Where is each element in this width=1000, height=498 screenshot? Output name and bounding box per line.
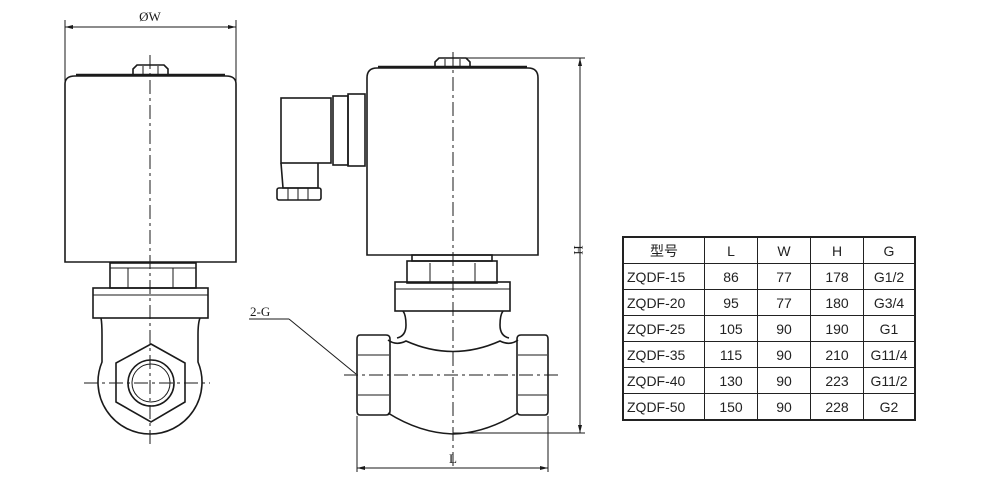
cell-l: 86 [704, 263, 758, 290]
cell-model: ZQDF-15 [622, 263, 705, 290]
cell-g: G2 [863, 393, 916, 421]
length-dimension-label: L [449, 451, 457, 466]
cell-model: ZQDF-40 [622, 367, 705, 394]
cell-h: 210 [810, 341, 864, 368]
cell-l: 130 [704, 367, 758, 394]
cell-l: 115 [704, 341, 758, 368]
header-cell: L [704, 236, 758, 264]
cell-model: ZQDF-20 [622, 289, 705, 316]
cell-h: 228 [810, 393, 864, 421]
cell-g: G1/2 [863, 263, 916, 290]
cell-l: 150 [704, 393, 758, 421]
header-cell: G [863, 236, 916, 264]
cell-model: ZQDF-50 [622, 393, 705, 421]
cell-g: G11/4 [863, 341, 916, 368]
coil [366, 67, 539, 256]
inlet-port [356, 334, 391, 416]
cell-h: 223 [810, 367, 864, 394]
cell-l: 95 [704, 289, 758, 316]
cell-model: ZQDF-25 [622, 315, 705, 342]
cell-w: 90 [757, 341, 811, 368]
cell-g: G1 [863, 315, 916, 342]
width-dimension-label: ØW [139, 9, 161, 24]
front-view: H L 2-G [249, 52, 586, 472]
cell-h: 180 [810, 289, 864, 316]
cell-w: 90 [757, 315, 811, 342]
port-label: 2-G [250, 304, 270, 319]
cell-g: G3/4 [863, 289, 916, 316]
table-header-row: 型号 L W H G [622, 236, 916, 264]
outlet-port [516, 334, 549, 416]
cell-model: ZQDF-35 [622, 341, 705, 368]
header-cell: W [757, 236, 811, 264]
side-view: ØW [64, 9, 237, 446]
cell-w: 77 [757, 289, 811, 316]
header-cell: 型号 [622, 236, 705, 264]
cell-h: 190 [810, 315, 864, 342]
height-dimension-label: H [571, 245, 586, 254]
cable-gland [276, 187, 322, 201]
cell-g: G11/2 [863, 367, 916, 394]
connector [280, 97, 332, 164]
header-cell: H [810, 236, 864, 264]
cell-w: 77 [757, 263, 811, 290]
cell-l: 105 [704, 315, 758, 342]
cell-w: 90 [757, 393, 811, 421]
coil [64, 75, 237, 263]
port-leader-line [288, 318, 357, 375]
cell-h: 178 [810, 263, 864, 290]
cell-w: 90 [757, 367, 811, 394]
port-hex [115, 343, 186, 423]
